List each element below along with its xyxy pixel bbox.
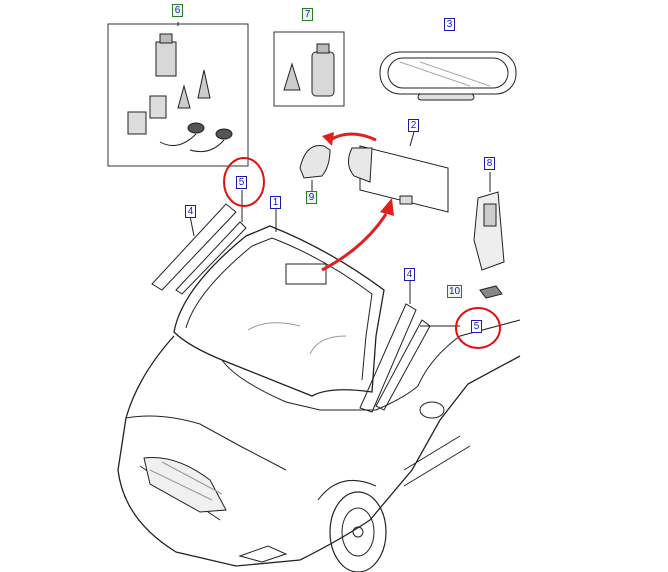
kit-box-7 xyxy=(273,31,345,107)
cover-9 xyxy=(299,144,331,192)
callout-10: 10 xyxy=(447,285,463,298)
red-arrows xyxy=(321,132,394,272)
mirror-3 xyxy=(379,51,517,101)
callout-6: 6 xyxy=(172,4,183,17)
windshield-1 xyxy=(173,208,385,397)
callout-4-right: 4 xyxy=(404,268,415,281)
mirror-2 xyxy=(348,131,449,213)
molding-4-right xyxy=(359,280,417,413)
callout-5-left: 5 xyxy=(236,176,247,189)
molding-5-right xyxy=(375,319,460,411)
bracket-8 xyxy=(473,172,505,271)
callout-5-right: 5 xyxy=(471,320,482,333)
callout-2: 2 xyxy=(408,119,419,132)
callout-9: 9 xyxy=(306,191,317,204)
red-circles xyxy=(223,157,501,349)
molding-4-left xyxy=(151,203,237,291)
callout-3: 3 xyxy=(444,18,455,31)
kit-box-6 xyxy=(107,22,249,167)
clip-10 xyxy=(479,285,503,299)
car-body xyxy=(117,319,521,572)
callout-4-left: 4 xyxy=(185,205,196,218)
callout-8: 8 xyxy=(484,157,495,170)
callout-7: 7 xyxy=(302,8,313,21)
callout-1: 1 xyxy=(270,196,281,209)
